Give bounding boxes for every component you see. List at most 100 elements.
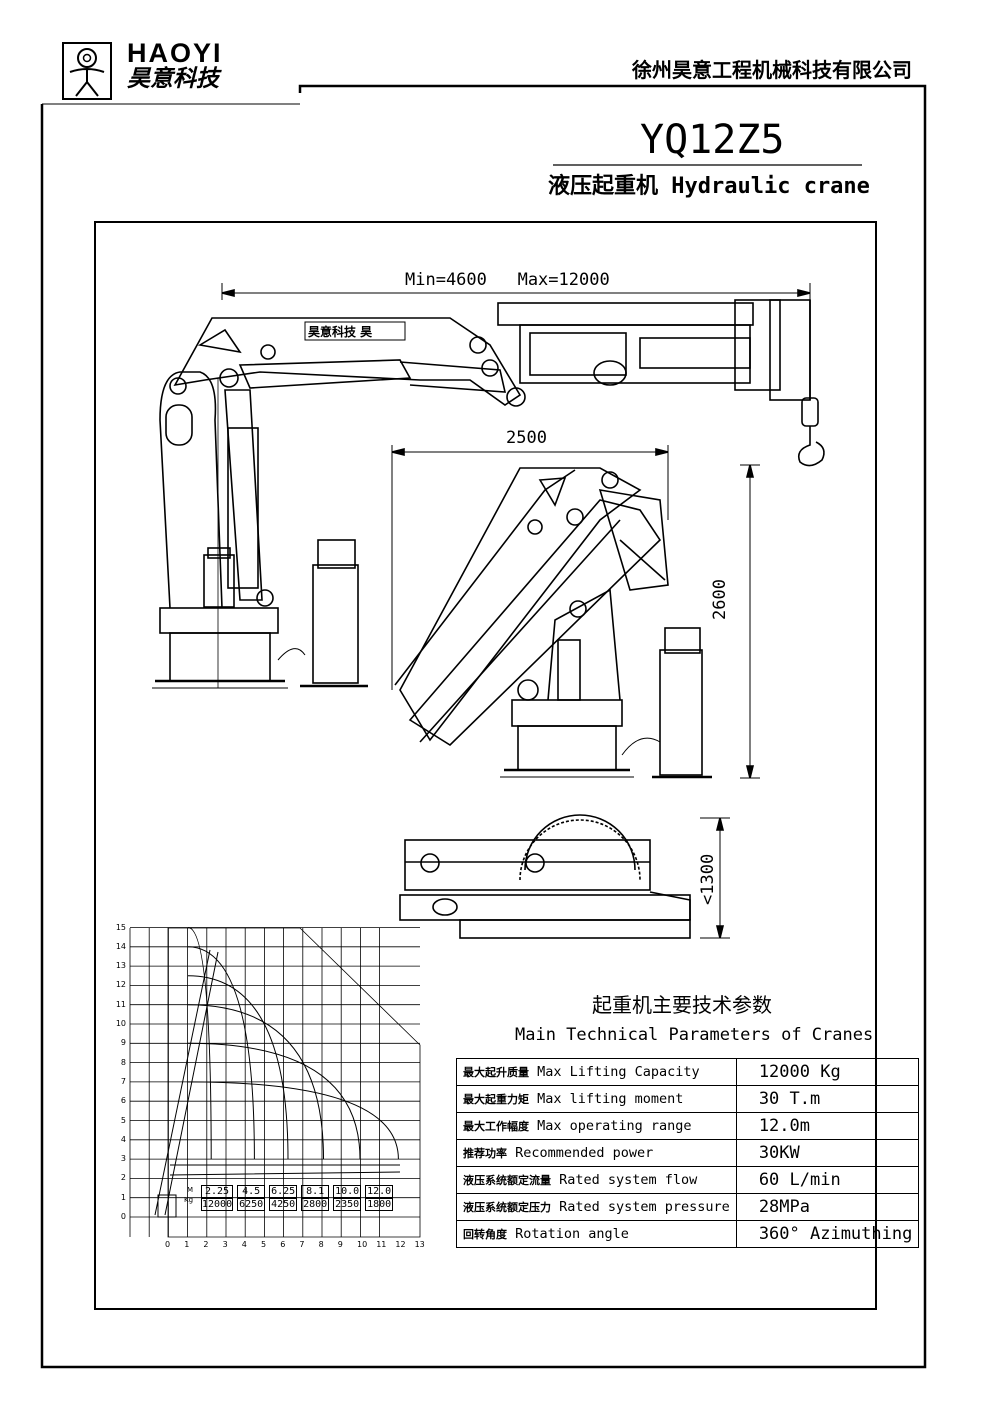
x-tick-label: 5 <box>261 1240 267 1249</box>
x-tick-label: 13 <box>414 1240 425 1249</box>
param-name-en: Max operating range <box>529 1118 692 1134</box>
x-tick-label: 3 <box>222 1240 228 1249</box>
logo-text-en: HAOYI <box>127 38 223 68</box>
radius-cell: 8.1 <box>301 1185 330 1198</box>
y-tick-label: 6 <box>120 1096 126 1106</box>
x-tick-label: 1 <box>184 1240 190 1249</box>
x-tick-label: 7 <box>299 1240 305 1249</box>
param-name: 液压系统额定流量 Rated system flow <box>456 1166 737 1194</box>
load-cell: 1800 <box>365 1198 394 1211</box>
radius-cell: 2.25 <box>201 1185 234 1198</box>
y-tick-label: 3 <box>120 1154 126 1164</box>
param-value: 360° Azimuthing <box>735 1220 920 1248</box>
params-heading-en: Main Technical Parameters of Cranes <box>515 1025 874 1045</box>
param-name: 最大工作幅度 Max operating range <box>456 1112 737 1140</box>
param-value: 12000 Kg <box>735 1058 920 1086</box>
x-tick-label: 12 <box>395 1240 406 1249</box>
param-name-en: Rated system pressure <box>551 1199 730 1215</box>
company-name: 徐州昊意工程机械科技有限公司 <box>632 58 912 82</box>
param-value: 30 T.m <box>735 1085 920 1113</box>
param-value: 60 L/min <box>735 1166 920 1194</box>
param-name-en: Recommended power <box>507 1145 654 1161</box>
load-curve <box>187 1004 325 1160</box>
param-name: 最大起重力矩 Max lifting moment <box>456 1085 737 1113</box>
boom-label: 昊意科技 昊 <box>308 325 373 339</box>
param-name-en: Rotation angle <box>507 1226 629 1242</box>
y-tick-label: 0 <box>120 1212 126 1221</box>
y-tick-label: 11 <box>115 999 126 1009</box>
y-tick-label: 1 <box>120 1192 126 1202</box>
radius-cell: 12.0 <box>365 1185 394 1198</box>
load-cell: 4250 <box>269 1198 298 1211</box>
folded-crane-view <box>391 445 760 779</box>
crane-subtitle: 液压起重机 Hydraulic crane <box>548 174 870 199</box>
radius-cell: 10.0 <box>333 1185 362 1198</box>
load-cell: 2800 <box>301 1198 330 1211</box>
load-curve <box>187 927 212 1160</box>
top-height-dimension: <1300 <box>698 853 718 905</box>
x-tick-label: 8 <box>318 1240 324 1249</box>
load-cell: 6250 <box>237 1198 266 1211</box>
param-name: 回转角度 Rotation angle <box>456 1220 737 1248</box>
param-name-en: Max lifting moment <box>529 1091 684 1107</box>
y-tick-label: 9 <box>120 1038 126 1048</box>
folded-width-dimension: 2500 <box>506 428 547 448</box>
param-name-en: Max Lifting Capacity <box>529 1064 700 1080</box>
extended-crane-view <box>152 283 825 689</box>
y-tick-label: 15 <box>115 922 126 932</box>
y-tick-label: 13 <box>115 961 126 971</box>
x-tick-label: 0 <box>165 1240 171 1249</box>
y-tick-label: 14 <box>115 941 126 951</box>
y-tick-label: 12 <box>115 980 126 990</box>
y-tick-label: 4 <box>120 1134 126 1144</box>
logo-text-cn: 昊意科技 <box>127 66 219 92</box>
param-value: 12.0m <box>735 1112 920 1140</box>
param-name-cn: 最大起升质量 <box>463 1066 529 1079</box>
load-curve <box>187 975 289 1160</box>
param-name-cn: 液压系统额定压力 <box>463 1201 551 1214</box>
chart-crane-sketch <box>154 949 401 1218</box>
load-curve <box>187 1081 399 1160</box>
axis-label-m: M <box>187 1186 194 1194</box>
param-name-cn: 回转角度 <box>463 1228 507 1241</box>
y-tick-label: 5 <box>120 1115 126 1125</box>
y-tick-label: 8 <box>120 1057 126 1067</box>
axis-label-kg: Kg <box>184 1196 194 1204</box>
logo-icon <box>62 42 112 100</box>
y-tick-label: 2 <box>120 1173 126 1183</box>
param-name: 推荐功率 Recommended power <box>456 1139 737 1167</box>
param-name-cn: 最大起重力矩 <box>463 1093 529 1106</box>
load-cell: 2350 <box>333 1198 362 1211</box>
reach-dimension: Min=4600 Max=12000 <box>405 270 610 290</box>
load-curve <box>187 1042 361 1160</box>
param-name-cn: 液压系统额定流量 <box>463 1174 551 1187</box>
load-cell: 12000 <box>201 1198 234 1211</box>
folded-height-dimension: 2600 <box>710 579 730 620</box>
param-name-cn: 最大工作幅度 <box>463 1120 529 1133</box>
param-name-en: Rated system flow <box>551 1172 698 1188</box>
model-title: YQ12Z5 <box>640 117 785 163</box>
x-tick-label: 11 <box>376 1240 387 1249</box>
x-tick-label: 10 <box>357 1240 368 1249</box>
param-value: 28MPa <box>735 1193 920 1221</box>
param-name: 最大起升质量 Max Lifting Capacity <box>456 1058 737 1086</box>
x-tick-label: 6 <box>280 1240 286 1249</box>
x-tick-label: 2 <box>203 1240 209 1249</box>
params-row: 液压系统额定压力 Rated system pressure 28MPa <box>456 1193 920 1221</box>
y-tick-label: 10 <box>115 1019 126 1028</box>
top-view <box>399 814 730 939</box>
x-tick-label: 4 <box>241 1240 247 1249</box>
radius-cell: 4.5 <box>237 1185 266 1198</box>
radius-cell: 6.25 <box>269 1185 298 1198</box>
param-value: 30KW <box>735 1139 920 1167</box>
y-tick-label: 7 <box>120 1076 126 1086</box>
param-name-cn: 推荐功率 <box>463 1147 507 1160</box>
